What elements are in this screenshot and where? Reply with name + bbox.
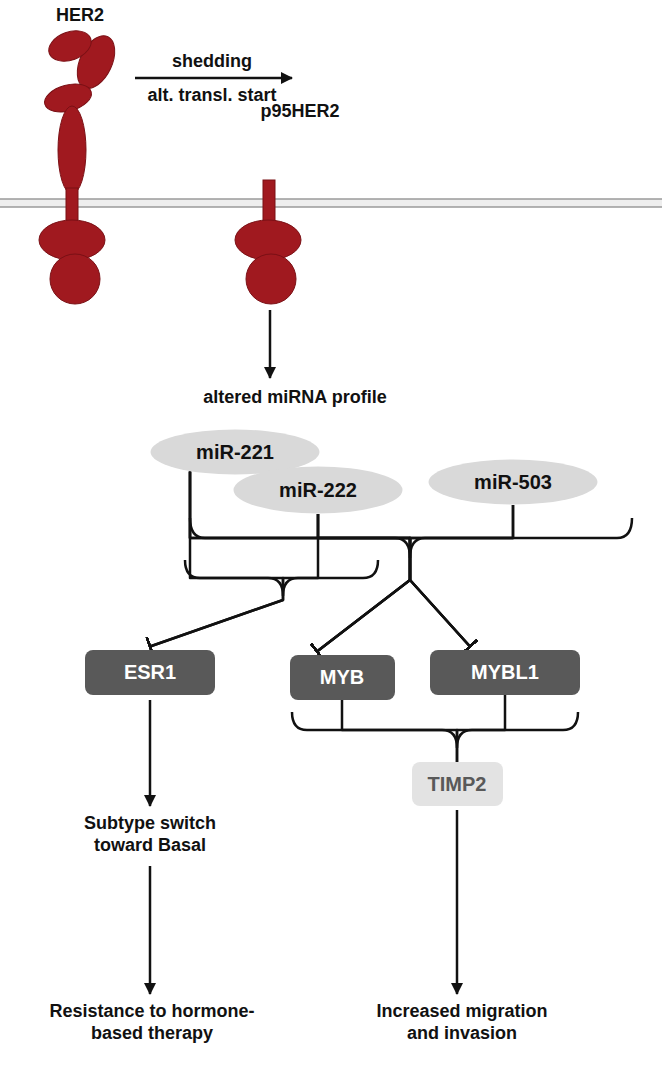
mirna-ellipse: miR-222 <box>233 466 403 514</box>
down-arrow <box>149 866 152 994</box>
cell-membrane <box>0 199 662 207</box>
outcome-label: Resistance to hormone-based therapy <box>39 1000 265 1044</box>
process-label: altered miRNA profile <box>203 386 386 408</box>
inhibition-connector <box>317 514 410 652</box>
gene-box: TIMP2 <box>412 762 503 806</box>
gene-box: MYBL1 <box>430 650 580 695</box>
inhibition-connector <box>410 505 513 647</box>
process-label: shedding <box>172 50 252 72</box>
node-text: MYB <box>320 665 364 689</box>
receptor-name: p95HER2 <box>260 100 339 122</box>
node-text: MYBL1 <box>471 660 539 684</box>
node-text: miR-503 <box>474 470 552 494</box>
mirna-ellipse: miR-503 <box>428 459 598 505</box>
p95her2-receptor <box>235 180 301 304</box>
gene-box: MYB <box>290 655 395 700</box>
outcome-label: Subtype switch toward Basal <box>65 812 235 856</box>
conversion-arrow <box>135 77 292 80</box>
process-label: alt. transl. start <box>147 84 276 106</box>
her2-receptor <box>39 25 122 304</box>
inhibition-connector <box>150 514 318 647</box>
down-arrow <box>456 810 459 994</box>
inhibition-connector <box>190 472 470 647</box>
inhibition-connector <box>318 514 470 647</box>
merge-connector <box>457 695 505 763</box>
receptor-name: HER2 <box>56 4 104 26</box>
inhibition-connector <box>317 505 513 652</box>
outcome-label: Increased migration and invasion <box>362 1000 562 1044</box>
gene-box: ESR1 <box>85 650 215 695</box>
node-text: ESR1 <box>124 660 176 684</box>
down-arrow <box>269 310 272 378</box>
node-text: TIMP2 <box>428 772 487 796</box>
node-text: miR-221 <box>196 440 274 464</box>
down-arrow <box>149 700 152 806</box>
node-text: miR-222 <box>279 478 357 502</box>
merge-connector <box>342 700 457 763</box>
